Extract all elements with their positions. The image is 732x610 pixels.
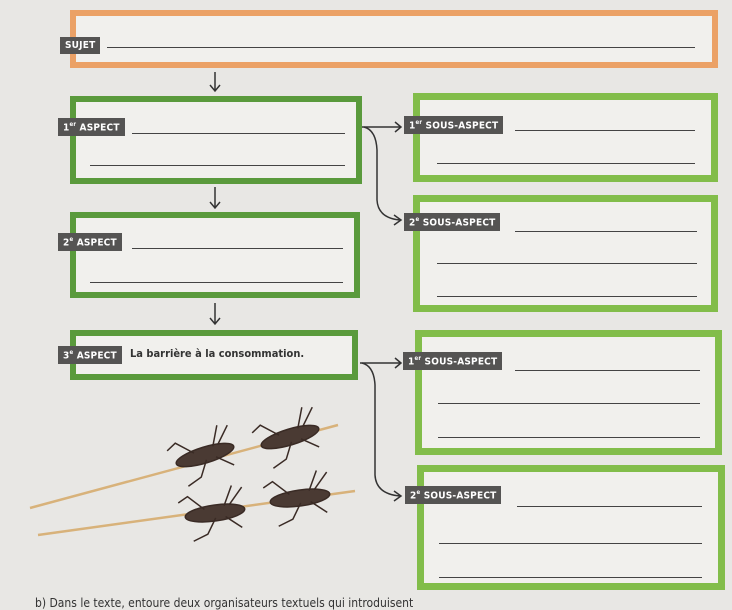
sub-aspect-ordinal: e xyxy=(416,489,421,496)
aspect-number: 3 xyxy=(63,350,70,362)
subject-label: SUJET xyxy=(60,37,101,54)
sub-aspect-label: 1er SOUS-ASPECT xyxy=(403,352,503,371)
aspect-ordinal: e xyxy=(69,236,74,243)
sub-aspect-number: 2 xyxy=(409,217,416,229)
sub-aspect-ordinal: e xyxy=(415,216,420,223)
sub-aspect-label: 1er SOUS-ASPECT xyxy=(404,116,504,135)
aspect-1-box xyxy=(70,96,362,184)
answer-line[interactable] xyxy=(132,133,345,134)
sub-aspect-number: 1 xyxy=(408,356,415,368)
answer-line[interactable] xyxy=(439,543,702,544)
answer-line[interactable] xyxy=(437,163,695,164)
sub-aspect-ordinal: er xyxy=(414,355,422,362)
aspect-label-text: ASPECT xyxy=(76,350,117,362)
aspect-2-box xyxy=(70,212,360,298)
answer-line[interactable] xyxy=(515,130,695,131)
subject-answer-line[interactable] xyxy=(107,47,695,48)
answer-line[interactable] xyxy=(439,577,702,578)
aspect-3-text: La barrière à la consommation. xyxy=(130,347,305,360)
aspect-label-text: ASPECT xyxy=(76,237,117,249)
sub-aspect-ordinal: er xyxy=(415,119,423,126)
aspect-ordinal: er xyxy=(69,121,77,128)
aspect-ordinal: e xyxy=(69,349,74,356)
sub-aspect-box xyxy=(417,465,725,590)
sub-aspect-label-text: SOUS-ASPECT xyxy=(422,217,496,229)
sub-aspect-box xyxy=(413,93,718,182)
aspect-1-label: 1er ASPECT xyxy=(58,118,125,137)
sub-aspect-number: 1 xyxy=(409,120,416,132)
sub-aspect-number: 2 xyxy=(410,490,417,502)
answer-line[interactable] xyxy=(437,263,697,264)
aspect-2-label: 2e ASPECT xyxy=(58,233,122,252)
answer-line[interactable] xyxy=(517,506,702,507)
question-text: b) Dans le texte, entoure deux organisat… xyxy=(35,596,414,610)
answer-line[interactable] xyxy=(515,231,697,232)
sub-aspect-label-text: SOUS-ASPECT xyxy=(423,490,497,502)
answer-line[interactable] xyxy=(438,437,700,438)
sub-aspect-label-text: SOUS-ASPECT xyxy=(424,356,498,368)
sub-aspect-box xyxy=(415,330,722,455)
crickets-on-skewers-illustration xyxy=(29,406,356,542)
answer-line[interactable] xyxy=(437,296,697,297)
answer-line[interactable] xyxy=(132,248,343,249)
sub-aspect-label: 2e SOUS-ASPECT xyxy=(405,486,502,505)
aspect-3-label: 3e ASPECT xyxy=(58,346,122,365)
answer-line[interactable] xyxy=(90,282,343,283)
answer-line[interactable] xyxy=(438,403,700,404)
aspect-label-text: ASPECT xyxy=(79,122,120,134)
answer-line[interactable] xyxy=(515,370,700,371)
aspect-number: 1 xyxy=(63,122,70,134)
subject-box xyxy=(70,10,718,68)
sub-aspect-label: 2e SOUS-ASPECT xyxy=(404,213,501,232)
sub-aspect-label-text: SOUS-ASPECT xyxy=(425,120,499,132)
answer-line[interactable] xyxy=(90,165,345,166)
subject-label-text: SUJET xyxy=(65,40,96,51)
aspect-number: 2 xyxy=(63,237,70,249)
